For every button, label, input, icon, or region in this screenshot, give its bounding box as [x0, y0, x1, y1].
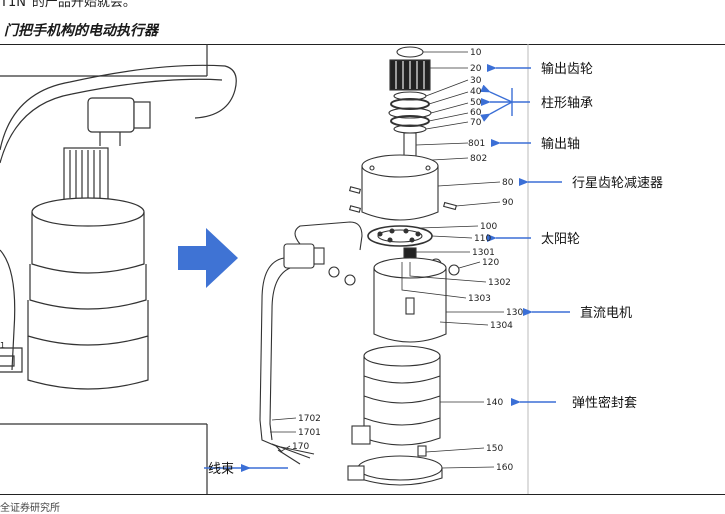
part-number: 70 [470, 118, 482, 128]
exploded-view [259, 46, 460, 486]
part-number: 1702 [298, 414, 321, 424]
part-number: 90 [502, 198, 514, 208]
part-number: 801 [468, 139, 485, 149]
label-sun-gear: 太阳轮 [541, 232, 580, 247]
part-number: 1303 [468, 294, 491, 304]
part-number: 1302 [488, 278, 511, 288]
part-number: 20 [470, 64, 482, 74]
label-wire-harness: 线束 [208, 462, 234, 477]
part-number: 140 [486, 398, 503, 408]
label-dc-motor: 直流电机 [580, 306, 632, 321]
transition-arrow [178, 228, 238, 288]
assembled-actuator-view [0, 44, 237, 494]
page-title: 门把手机构的电动执行器 [4, 23, 158, 39]
label-cylindrical-bearing: 柱形轴承 [541, 96, 593, 111]
leader-lines [270, 51, 504, 469]
label-output-shaft: 输出轴 [541, 136, 580, 152]
part-number: 130 [506, 308, 523, 318]
part-number: 50 [470, 98, 482, 108]
part-number: 1304 [490, 321, 513, 331]
footer-rule [0, 494, 725, 495]
label-planetary-reducer: 行星齿轮减速器 [572, 176, 663, 191]
part-number: 100 [480, 222, 497, 232]
top-cut-text: T1N"的产品开始就会。 [0, 0, 136, 10]
part-number: 170 [292, 442, 309, 452]
part-number: 30 [470, 76, 482, 86]
left-callout: 1 [0, 341, 5, 350]
component-labels: 输出齿轮 柱形轴承 输出轴 行星齿轮减速器 太阳轮 直流电机 弹性密封套 线束 [208, 61, 663, 477]
part-number: 60 [470, 108, 482, 118]
part-number: 1301 [472, 248, 495, 258]
part-number: 110 [474, 234, 491, 244]
part-number-labels: 10 20 30 40 50 60 70 801 802 80 90 100 1… [292, 48, 523, 473]
part-number: 160 [496, 463, 513, 473]
label-output-gear: 输出齿轮 [541, 61, 593, 77]
part-number: 120 [482, 258, 499, 268]
part-number: 80 [502, 178, 514, 188]
title-rule [0, 44, 725, 45]
part-number: 1701 [298, 428, 321, 438]
source-note: 全证券研究所 [0, 503, 60, 514]
part-number: 40 [470, 87, 482, 97]
label-arrows [204, 64, 570, 472]
label-elastic-seal: 弹性密封套 [572, 395, 637, 411]
part-number: 802 [470, 154, 487, 164]
part-number: 10 [470, 48, 482, 58]
part-number: 150 [486, 444, 503, 454]
